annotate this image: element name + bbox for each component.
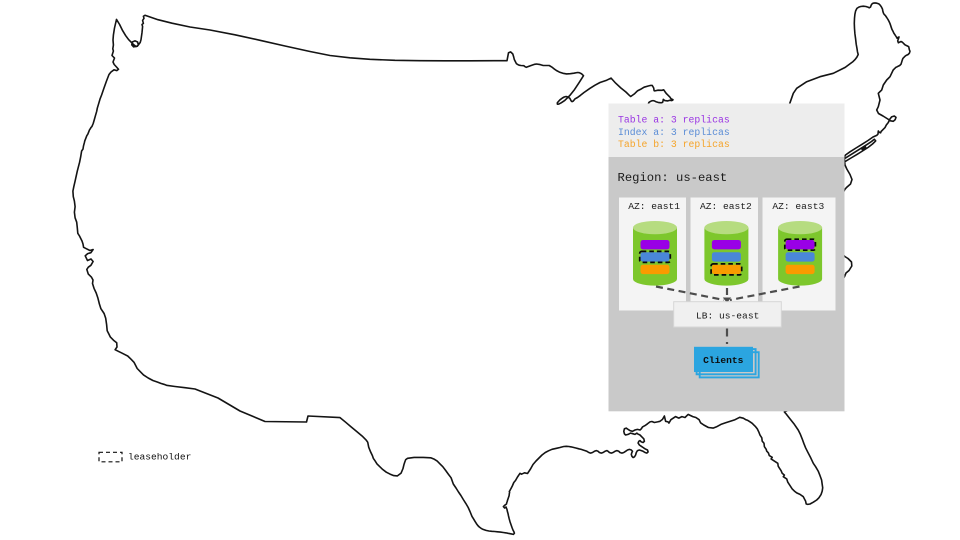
svg-text:Table a: 3 replicas: Table a: 3 replicas [618,114,730,125]
svg-text:AZ: east1: AZ: east1 [628,201,680,212]
svg-text:Table b: 3 replicas: Table b: 3 replicas [618,139,730,150]
svg-text:AZ: east3: AZ: east3 [772,201,824,212]
svg-text:Index a: 3 replicas: Index a: 3 replicas [618,127,730,138]
svg-text:Clients: Clients [703,355,744,366]
svg-text:AZ: east2: AZ: east2 [700,201,752,212]
svg-text:leaseholder: leaseholder [128,452,191,463]
svg-text:LB: us-east: LB: us-east [696,310,759,321]
svg-text:Region: us-east: Region: us-east [618,171,728,185]
